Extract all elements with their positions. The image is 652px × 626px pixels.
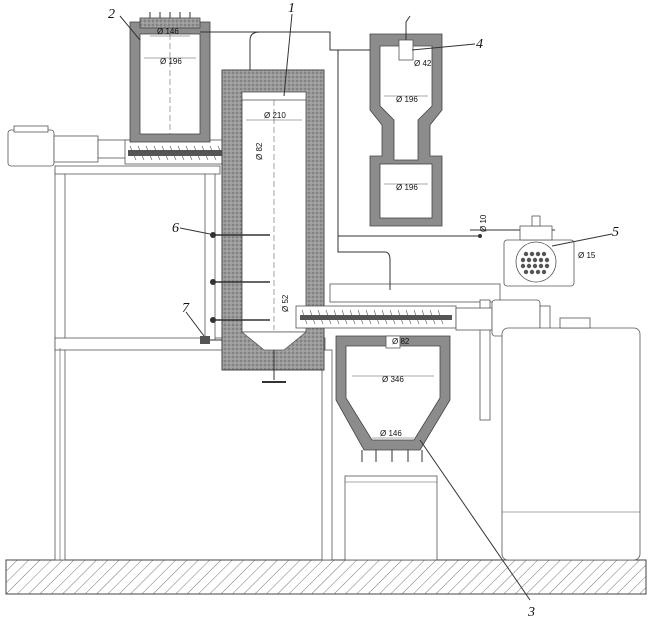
condenser bbox=[503, 215, 575, 287]
dim-collector-body: Ø 346 bbox=[382, 375, 404, 384]
reactor-column bbox=[200, 69, 325, 383]
dim-hopper-top: Ø 146 bbox=[157, 27, 179, 36]
heater-rods bbox=[210, 232, 270, 323]
dim-hopper-body: Ø 196 bbox=[160, 57, 182, 66]
storage-tank bbox=[501, 317, 641, 561]
dim-condenser-tube: Ø 15 bbox=[578, 251, 596, 260]
dim-collector-outlet: Ø 146 bbox=[380, 429, 402, 438]
label-2: 2 bbox=[108, 7, 115, 22]
feed-hopper bbox=[129, 12, 211, 143]
dim-collector-inlet: Ø 82 bbox=[392, 337, 410, 346]
bottom-screw-conveyor bbox=[295, 305, 457, 329]
label-3: 3 bbox=[527, 605, 535, 620]
dim-cyclone-bin: Ø 196 bbox=[396, 183, 418, 192]
top-drive-motor bbox=[7, 125, 129, 167]
label-7: 7 bbox=[182, 301, 190, 316]
cyclone-separator bbox=[369, 15, 443, 227]
ground-slab bbox=[5, 559, 647, 595]
label-4: 4 bbox=[476, 37, 483, 52]
support-frame bbox=[54, 165, 501, 561]
receiver-vessel bbox=[344, 475, 438, 561]
label-1: 1 bbox=[288, 1, 295, 16]
dim-pipe: Ø 10 bbox=[479, 214, 488, 232]
label-5: 5 bbox=[612, 225, 619, 240]
dim-cyclone-outlet: Ø 42 bbox=[414, 59, 432, 68]
dim-reactor-inlet: Ø 82 bbox=[255, 142, 264, 160]
leader-lines bbox=[119, 13, 613, 601]
dim-reactor-outlet: Ø 52 bbox=[281, 294, 290, 312]
char-collector bbox=[335, 335, 451, 462]
dim-reactor: Ø 210 bbox=[264, 111, 286, 120]
label-6: 6 bbox=[172, 221, 179, 236]
dim-cyclone-body: Ø 196 bbox=[396, 95, 418, 104]
